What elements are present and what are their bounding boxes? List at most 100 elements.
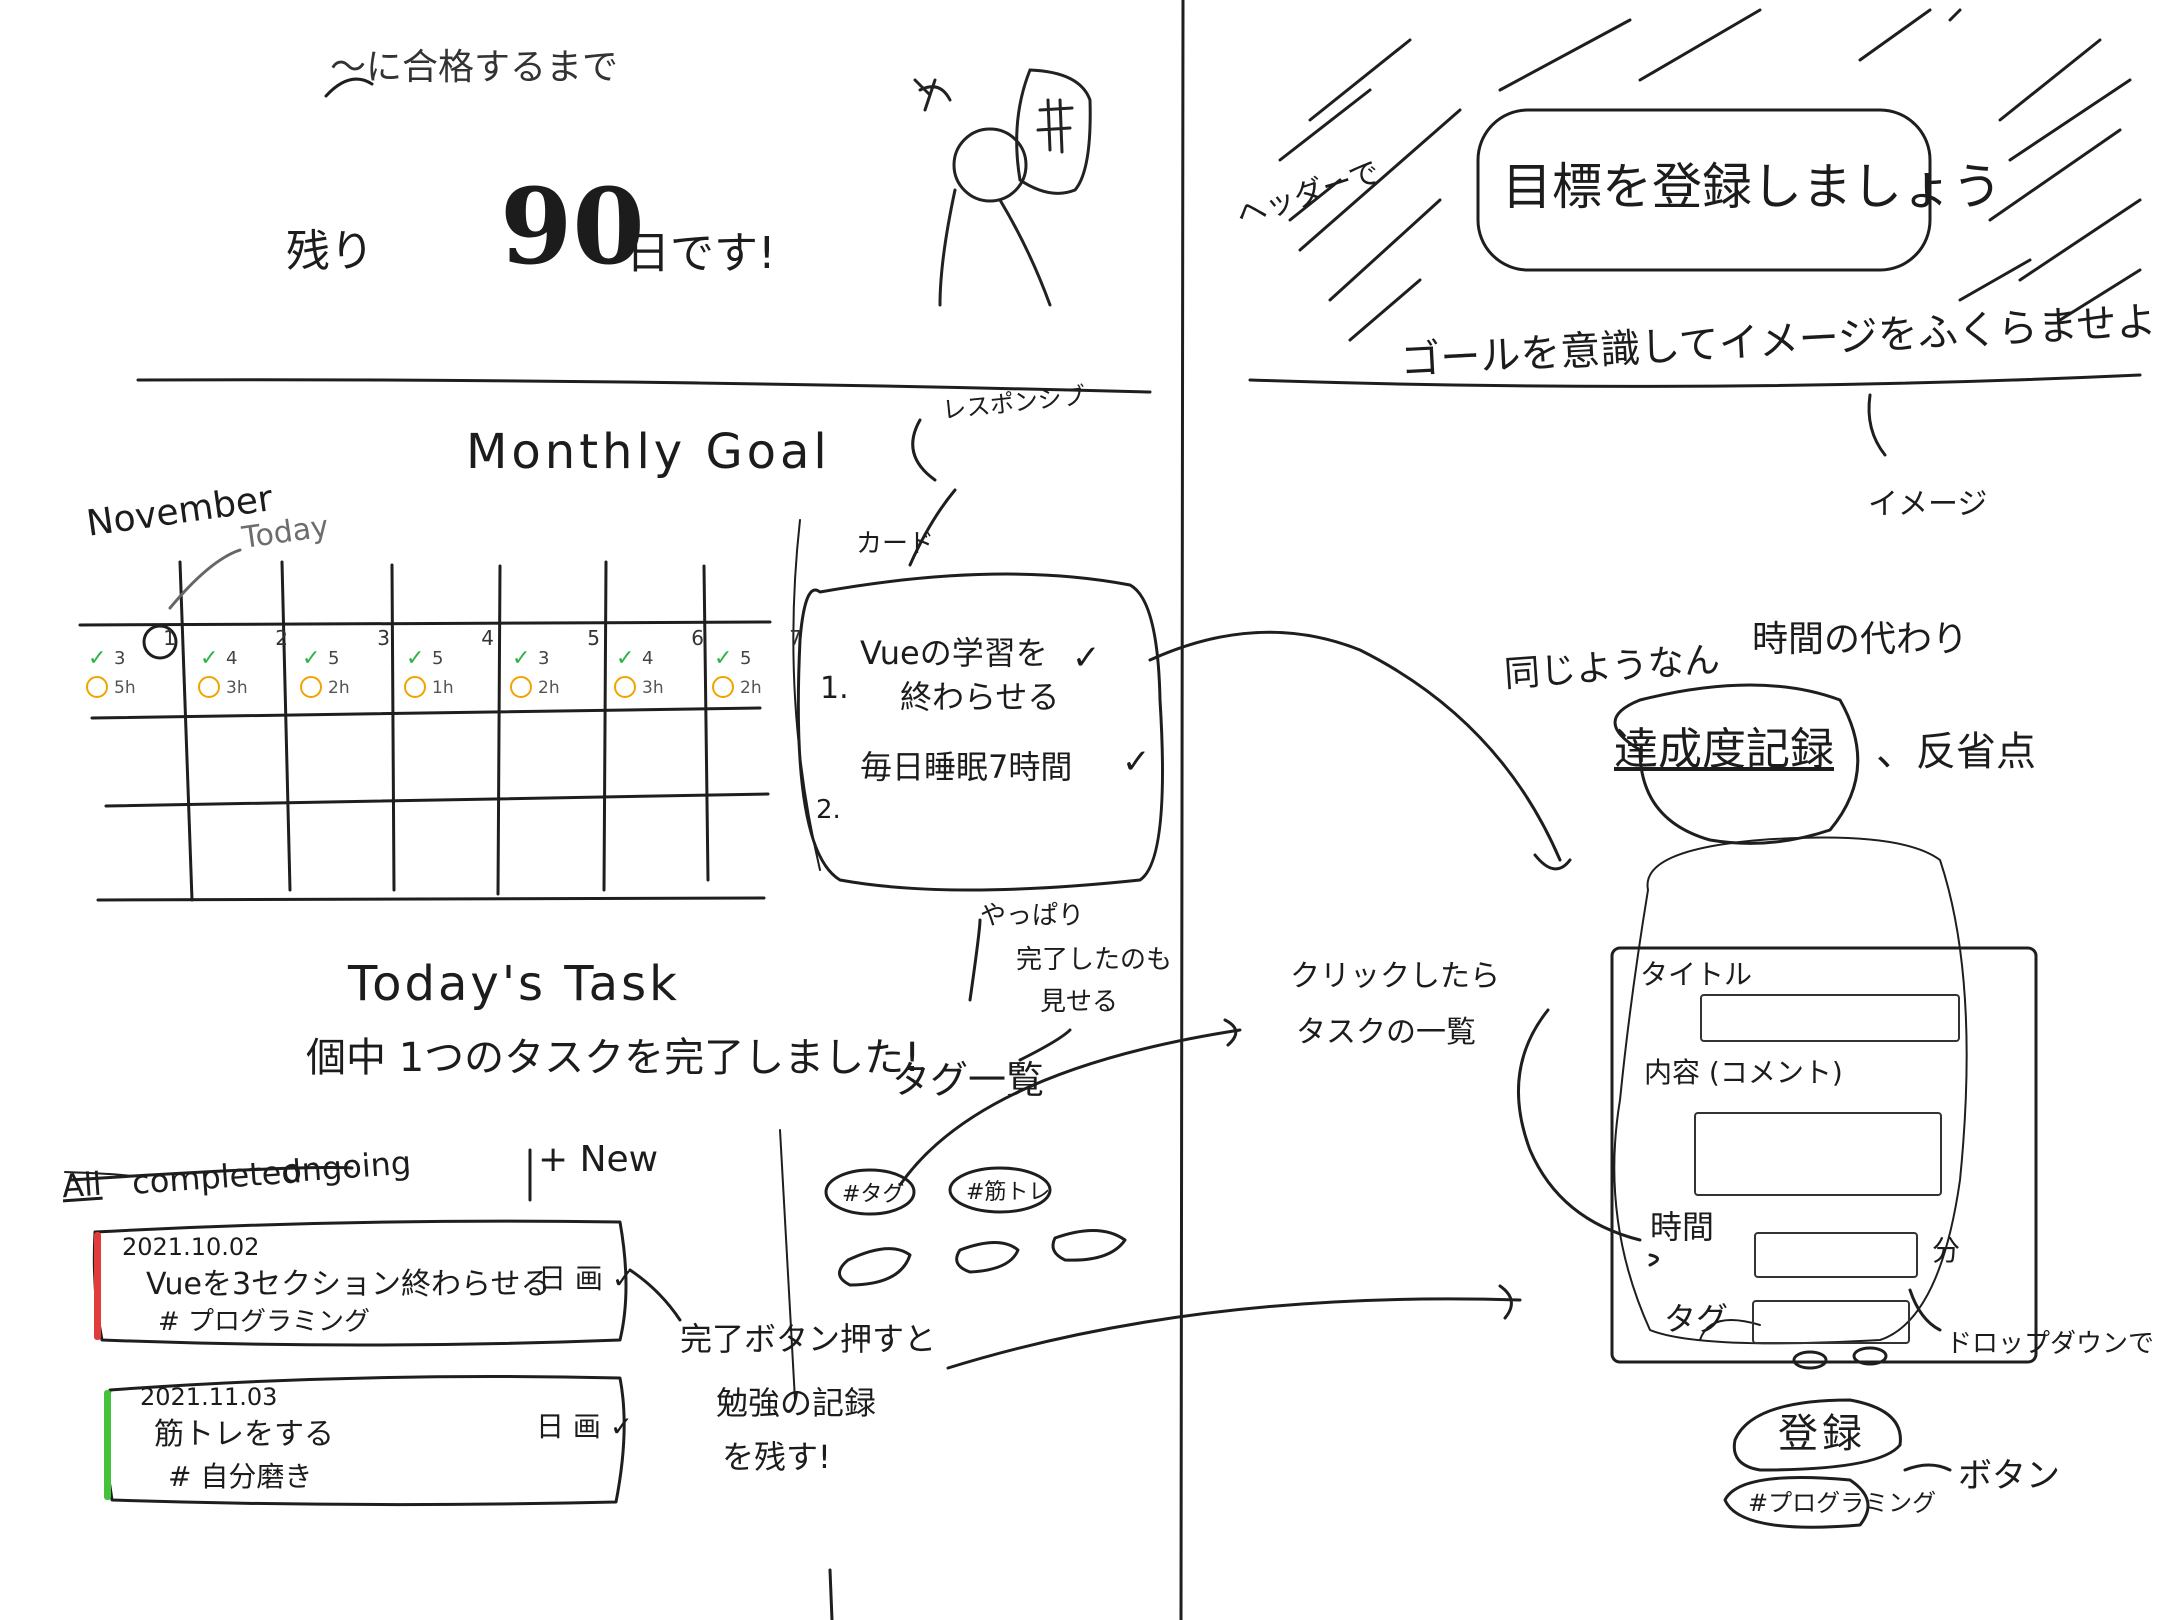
calendar-day[interactable]: 4 ✓ 5 1h [398, 626, 498, 724]
clock-icon [300, 676, 322, 698]
calendar-day-number: 7 [789, 626, 802, 650]
form-tag-chip[interactable]: #プログラミング [1748, 1489, 1937, 1517]
check-icon: ✓ [406, 646, 425, 671]
tag-chip[interactable]: #筋トレ [966, 1180, 1051, 1205]
calendar-day-number: 6 [691, 626, 704, 650]
achievement-record[interactable]: 達成度記録 [1614, 724, 1834, 775]
check-icon: ✓ [88, 646, 107, 671]
check-icon: ✓ [200, 646, 219, 671]
countdown-suffix: 日です! [626, 228, 776, 279]
calendar-day[interactable]: 1 ✓ 3 5h [80, 626, 180, 724]
countdown-days: 90 [500, 165, 645, 288]
task-action-icons[interactable]: 日 画 ✓ [536, 1410, 634, 1443]
tag-note-line: 見せる [1040, 987, 1119, 1017]
study-hours: 3h [642, 678, 664, 698]
complete-note-line: 勉強の記録 [716, 1384, 877, 1422]
done-count: 4 [642, 648, 654, 669]
task-tag[interactable]: # プログラミング [158, 1307, 371, 1337]
record-note: 、反省点 [1876, 729, 2036, 775]
clock-icon [712, 676, 734, 698]
calendar-day-number: 1 [163, 626, 176, 650]
study-hours: 3h [226, 678, 248, 698]
task-tag[interactable]: # 自分磨き [168, 1460, 313, 1493]
goal-text: 終わらせる [900, 678, 1060, 716]
time-input[interactable] [1754, 1232, 1918, 1278]
click-note-line: クリックしたら [1290, 959, 1500, 994]
goal-check-icon[interactable]: ✓ [1072, 638, 1101, 678]
form-time-label: 時間 [1650, 1208, 1715, 1246]
done-count: 5 [740, 648, 752, 669]
monthly-goal-title: Monthly Goal [466, 424, 831, 480]
done-count: 5 [432, 648, 444, 669]
done-count: 3 [538, 648, 550, 669]
clock-icon [614, 676, 636, 698]
goal-card: 1. Vueの学習を 終わらせる ✓ 2. 毎日睡眠7時間 ✓ [810, 600, 1151, 860]
task-action-icons[interactable]: 日 画 ✓ [538, 1262, 636, 1295]
tag-note-line: 完了したのも [1016, 945, 1173, 975]
check-icon: ✓ [302, 646, 321, 671]
check-icon: ✓ [616, 646, 635, 671]
task-card[interactable]: 2021.11.03 筋トレをする # 自分磨き 日 画 ✓ [118, 1383, 633, 1502]
calendar-day-number: 5 [587, 626, 600, 650]
todays-task-summary: 個中 1つのタスクを完了しました! [306, 1035, 921, 1081]
tag-chip[interactable]: #タグ [842, 1182, 905, 1207]
check-icon: ✓ [714, 646, 733, 671]
task-title: Vueを3セクション終わらせる [146, 1267, 551, 1302]
calendar-day-number: 2 [275, 626, 288, 650]
complete-note-line: 完了ボタン押すと [680, 1320, 937, 1358]
goal-text: Vueの学習を [860, 634, 1048, 672]
clock-icon [198, 676, 220, 698]
record-note: 時間の代わり [1752, 619, 1969, 660]
banner-title[interactable]: 目標を登録しましょう [1502, 158, 2002, 216]
study-hours: 2h [740, 678, 762, 698]
countdown-subtitle: 〜に合格するまで [330, 47, 619, 88]
study-hours: 5h [114, 678, 136, 698]
check-icon: ✓ [512, 646, 531, 671]
study-hours: 2h [328, 678, 350, 698]
todays-task-title: Today's Task [348, 956, 680, 1012]
dropdown-note: ドロップダウンで [1946, 1329, 2155, 1359]
task-color-indicator [104, 1390, 111, 1500]
tag-note-line: やっぱり [980, 901, 1085, 931]
click-note-line: タスクの一覧 [1296, 1015, 1476, 1050]
task-card[interactable]: 2021.10.02 Vueを3セクション終わらせる # プログラミング 日 画… [108, 1230, 635, 1340]
tag-dropdown[interactable] [1752, 1300, 1910, 1344]
goal-check-icon[interactable]: ✓ [1122, 742, 1151, 782]
calendar-day-number: 3 [377, 626, 390, 650]
form-content-label: 内容 (コメント) [1644, 1056, 1843, 1089]
submit-button[interactable]: 登録 [1778, 1411, 1866, 1457]
study-hours: 2h [538, 678, 560, 698]
task-date: 2021.10.02 [122, 1233, 260, 1261]
title-input[interactable] [1700, 994, 1960, 1042]
clock-icon [510, 676, 532, 698]
calendar-day[interactable]: 5 ✓ 3 2h [504, 626, 604, 724]
goal-number: 1. [820, 671, 849, 706]
calendar-day[interactable]: 3 ✓ 5 2h [294, 626, 394, 724]
new-task-button[interactable]: + New [538, 1139, 659, 1180]
form-tag-label: タグ [1664, 1300, 1729, 1338]
filter-all[interactable]: All [60, 1164, 103, 1206]
clock-icon [86, 676, 108, 698]
task-color-indicator [94, 1232, 101, 1340]
done-count: 3 [114, 648, 126, 669]
card-label: カード [856, 529, 935, 559]
image-note: イメージ [1868, 487, 1988, 522]
form-title-label: タイトル [1640, 958, 1753, 991]
complete-note-line: を残す! [722, 1438, 831, 1476]
goal-number: 2. [816, 795, 841, 825]
tag-list-label: タグ一覧 [892, 1058, 1045, 1102]
clock-icon [404, 676, 426, 698]
time-unit: 分 [1932, 1234, 1961, 1267]
done-count: 4 [226, 648, 238, 669]
calendar-day[interactable]: 7 ✓ 5 2h [706, 626, 806, 724]
countdown-prefix: 残り [286, 226, 374, 277]
studying-person-illustration [900, 60, 1100, 320]
button-note: ボタン [1958, 1456, 2060, 1496]
task-date: 2021.11.03 [140, 1383, 278, 1411]
content-input[interactable] [1694, 1112, 1942, 1196]
calendar-day-number: 4 [481, 626, 494, 650]
done-count: 5 [328, 648, 340, 669]
calendar-day[interactable]: 2 ✓ 4 3h [192, 626, 292, 724]
calendar-day[interactable]: 6 ✓ 4 3h [608, 626, 708, 724]
